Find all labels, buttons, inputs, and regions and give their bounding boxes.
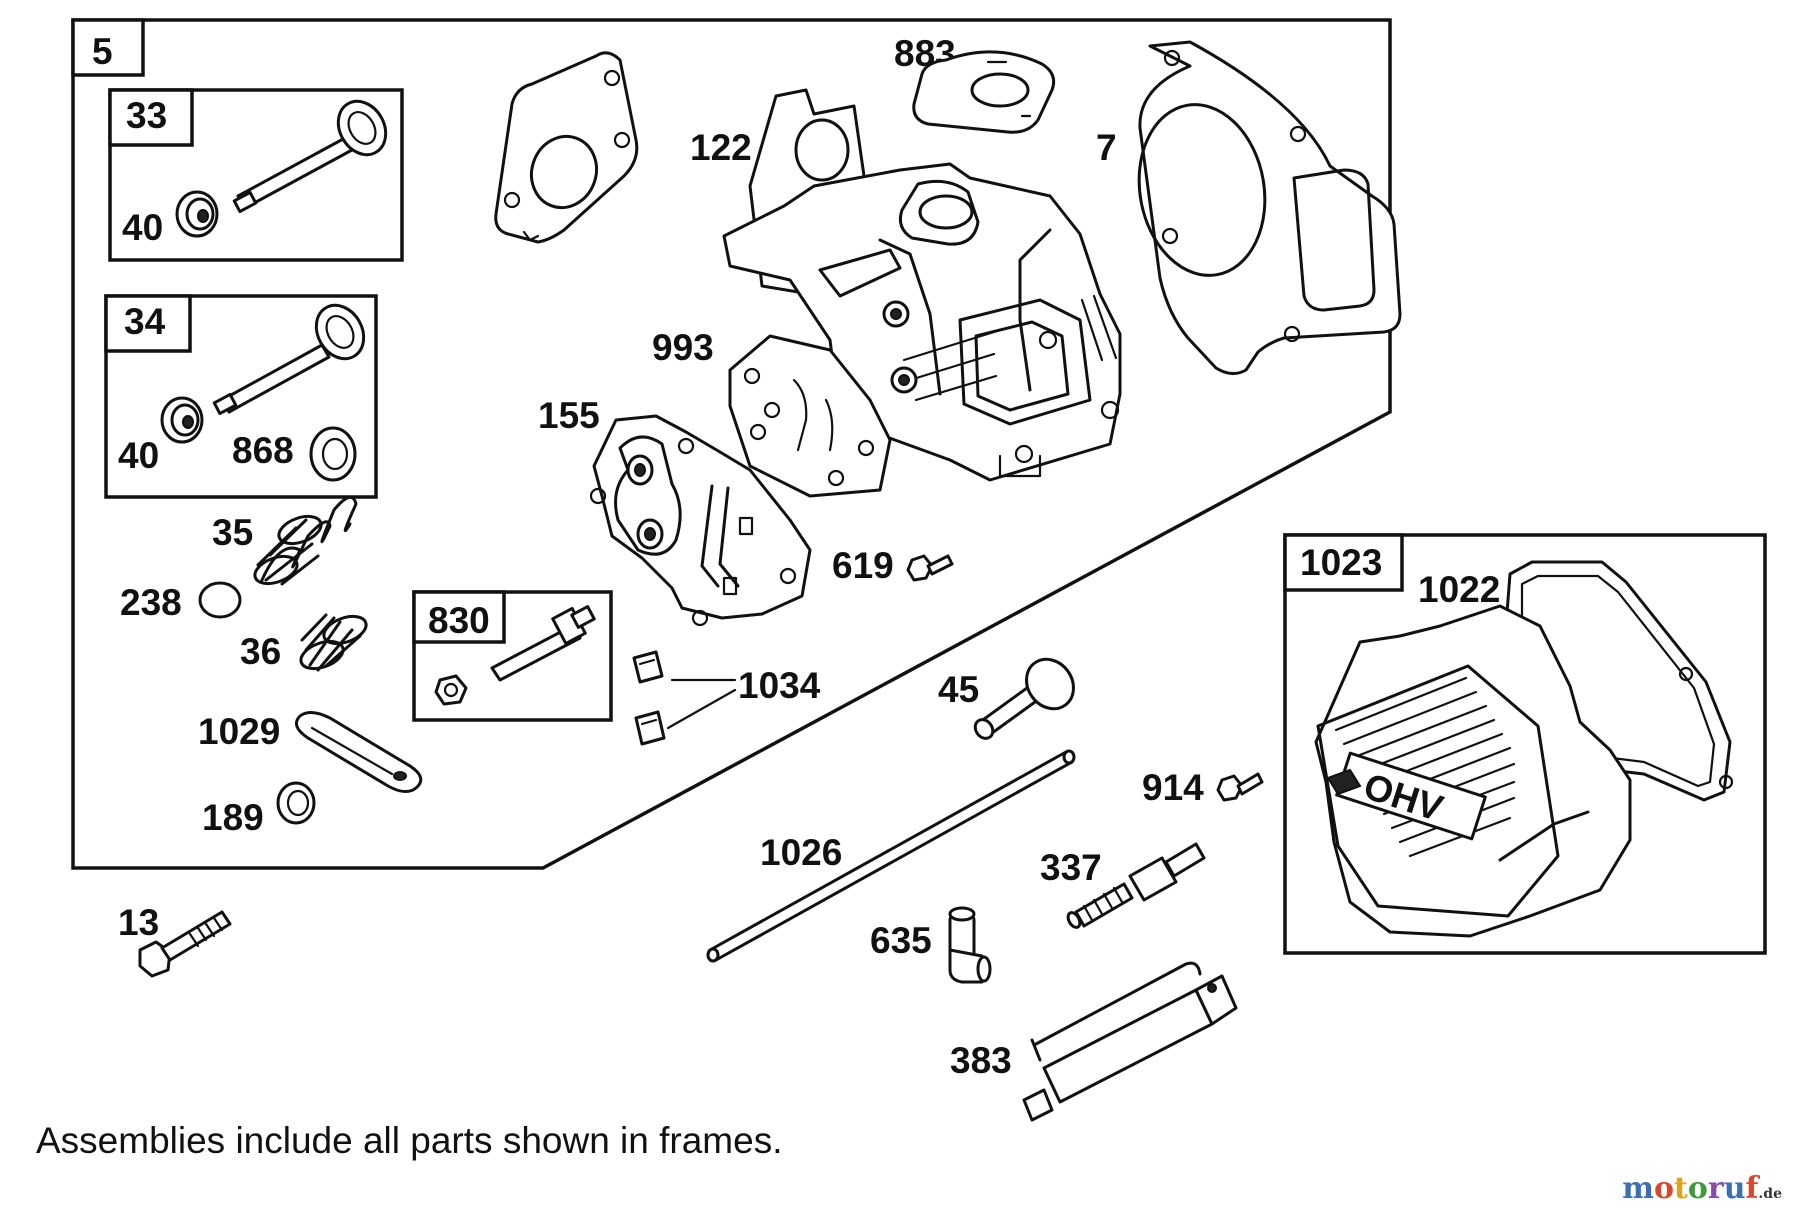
callout-1023: 1023: [1300, 542, 1382, 583]
callout-914: 914: [1142, 767, 1204, 808]
callout-619: 619: [832, 545, 894, 586]
nut-189: [276, 781, 316, 825]
callout-45: 45: [938, 669, 979, 710]
callout-33: 33: [126, 95, 167, 136]
valve-33: [232, 99, 388, 214]
watermark-suffix: .de: [1758, 1186, 1782, 1202]
valve-spring-35: [253, 495, 358, 586]
assembly-frame-830: 830: [412, 590, 613, 722]
callout-1029: 1029: [198, 711, 280, 752]
screw-914: [1216, 772, 1264, 802]
callout-155: 155: [538, 395, 600, 436]
assembly-frame-1023: 1023 1022 OHV: [1283, 533, 1767, 955]
callout-383: 383: [950, 1040, 1012, 1081]
callout-993: 993: [652, 327, 714, 368]
footnote: Assemblies include all parts shown in fr…: [36, 1120, 783, 1161]
gasket-883: [912, 50, 1056, 134]
nut-830: [434, 674, 468, 706]
callout-189: 189: [202, 797, 264, 838]
callout-13: 13: [118, 902, 159, 943]
gasket-51: [494, 51, 639, 244]
bolt-13: [138, 910, 232, 978]
watermark-logo: motoruf: [1622, 1171, 1759, 1206]
cap-238: [198, 581, 242, 619]
push-rod-1026: [706, 749, 1076, 963]
watermark: motoruf.de: [1622, 1171, 1782, 1206]
gasket-993: [728, 334, 892, 498]
spark-plug-337: [1066, 842, 1206, 929]
guide-plate-1034-b: [634, 710, 666, 746]
valve-seal-40-a: [175, 190, 219, 238]
callout-1026: 1026: [760, 832, 842, 873]
elbow-635: [948, 906, 992, 984]
callout-34: 34: [124, 301, 166, 342]
callout-40-a: 40: [122, 207, 163, 248]
callout-1022: 1022: [1418, 569, 1500, 610]
assembly-frame-34: 34 40 868: [104, 294, 378, 499]
rocker-plate-155: [589, 414, 812, 627]
callout-830: 830: [428, 600, 490, 641]
washer-868: [309, 426, 357, 482]
tappet-45: [973, 657, 1075, 740]
valve-seal-40-b: [160, 396, 204, 444]
assembly-frame-33: 33 40: [108, 88, 404, 262]
callout-36: 36: [240, 631, 281, 672]
screw-619: [906, 554, 954, 582]
callout-238: 238: [120, 582, 182, 623]
callout-635: 635: [870, 920, 932, 961]
rocker-arm-1029: [294, 711, 423, 793]
callout-35: 35: [212, 512, 253, 553]
valve-spring-36: [299, 613, 368, 672]
callout-337: 337: [1040, 847, 1102, 888]
callout-40-b: 40: [118, 435, 159, 476]
valve-cover: OHV: [1314, 604, 1632, 938]
tool-383: [1022, 961, 1238, 1122]
callout-7: 7: [1096, 127, 1117, 168]
callout-1034: 1034: [738, 665, 821, 706]
head-gasket-7: [1137, 40, 1402, 375]
callout-122: 122: [690, 127, 752, 168]
callout-868: 868: [232, 430, 294, 471]
callout-5: 5: [92, 31, 113, 72]
guide-plate-1034-a: [632, 650, 664, 684]
rocker-stud-830: [490, 605, 596, 682]
leader-1034: [666, 678, 737, 730]
valve-34: [212, 303, 366, 416]
cylinder-head: [722, 162, 1122, 482]
